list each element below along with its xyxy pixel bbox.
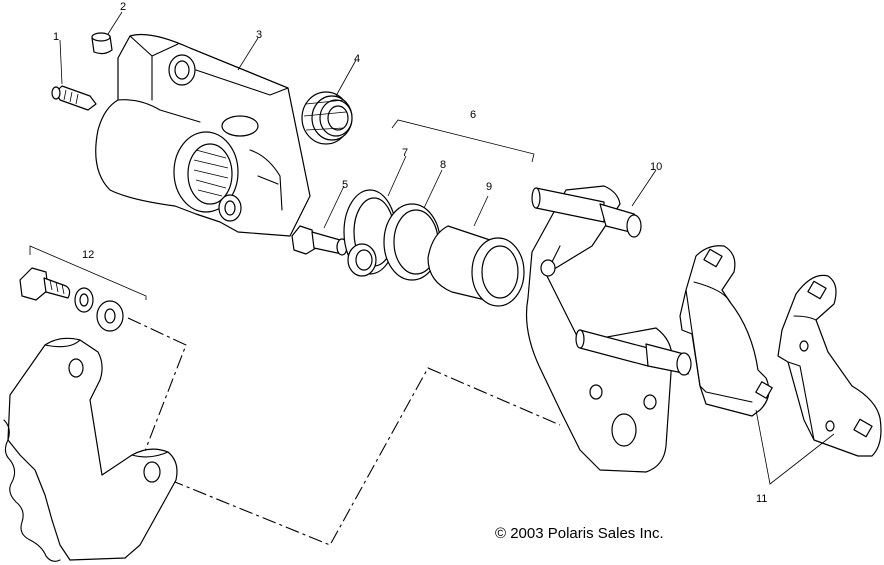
part-11-brake-pad-outer <box>777 274 882 457</box>
assembly-lines <box>125 317 561 546</box>
callout-12: 12 <box>82 249 94 261</box>
leader-2 <box>107 11 123 35</box>
callout-4: 4 <box>354 53 360 65</box>
part-12-mounting-bracket <box>3 337 178 562</box>
leader-5 <box>323 185 345 229</box>
part-11-brake-pad-inner <box>679 245 773 417</box>
part-10-caliper-bracket <box>525 185 692 473</box>
callout-5: 5 <box>342 179 348 191</box>
part-1-bleeder-pin <box>51 85 97 111</box>
part-8-o-ring <box>383 203 441 281</box>
leader-4 <box>335 59 357 97</box>
leader-10 <box>631 169 657 207</box>
callout-labels: 1 2 3 4 5 6 7 8 9 10 11 12 <box>53 1 767 505</box>
leader-3 <box>237 37 259 71</box>
part-4-dust-boot <box>301 91 353 145</box>
bracket-6-bracket-line <box>391 119 535 163</box>
callout-8: 8 <box>440 159 446 171</box>
callout-2: 2 <box>120 1 126 13</box>
callout-6: 6 <box>470 109 476 121</box>
callout-11: 11 <box>756 493 767 505</box>
callout-3: 3 <box>256 29 262 41</box>
part-7-seal-ring <box>343 189 397 277</box>
leader-1 <box>59 39 63 85</box>
leader-11 <box>755 409 835 485</box>
part-5-guide-pin <box>291 225 348 256</box>
part-3-caliper-body <box>95 33 311 237</box>
callout-7: 7 <box>402 147 408 159</box>
leader-7 <box>387 155 407 197</box>
callout-9: 9 <box>486 181 492 193</box>
bracket-12-bracket-line <box>29 245 147 300</box>
part-12-washer-2 <box>96 300 124 332</box>
part-12-washer-1 <box>74 287 94 313</box>
part-9-piston <box>427 225 525 307</box>
part-2-cap <box>91 32 113 55</box>
part-12-bolt <box>19 267 71 301</box>
copyright-text: © 2003 Polaris Sales Inc. <box>495 525 664 542</box>
leader-9 <box>473 195 489 227</box>
leader-8 <box>423 169 443 209</box>
callout-10: 10 <box>650 161 662 173</box>
callout-1: 1 <box>53 31 59 43</box>
